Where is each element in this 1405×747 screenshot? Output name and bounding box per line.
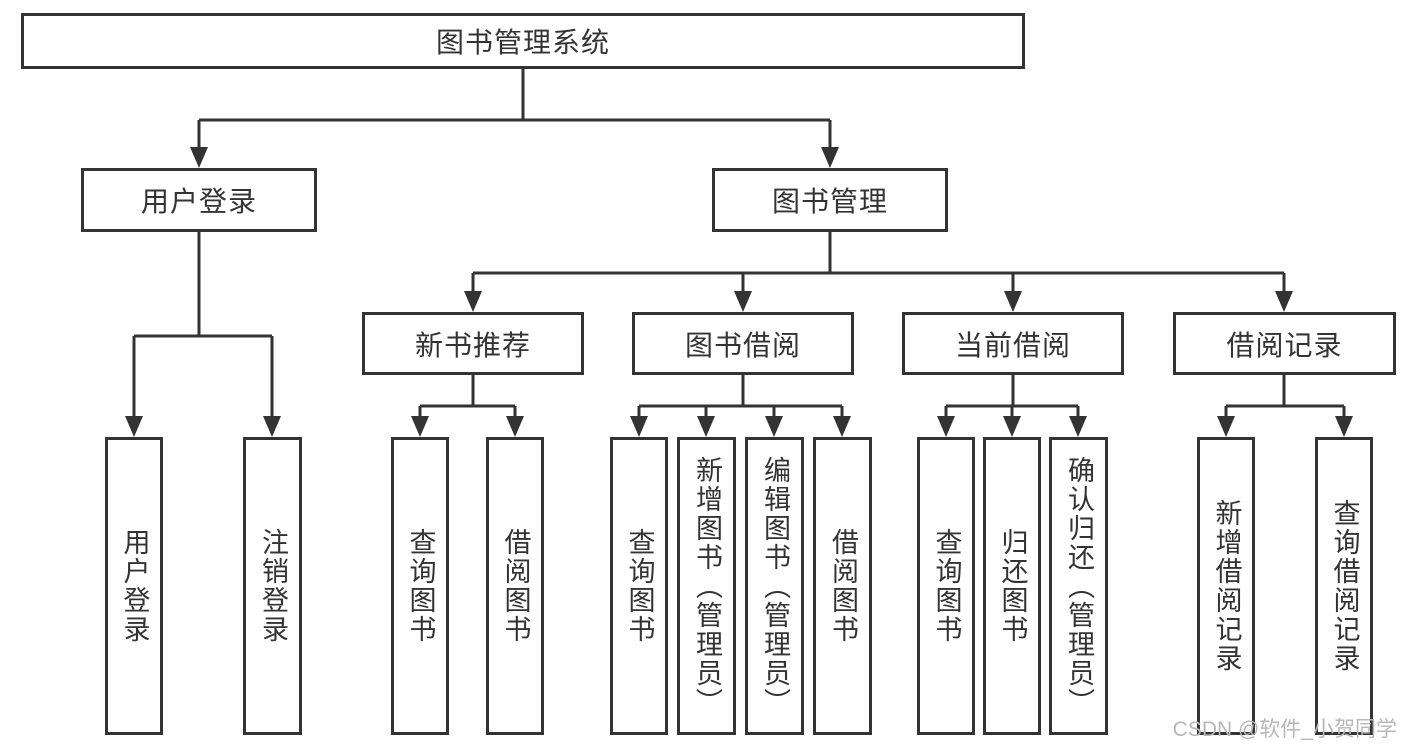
node-book-management: 图书管理 (712, 168, 948, 232)
leaf-user-login-label: 用户登录 (119, 528, 150, 644)
csdn-watermark: CSDN @软件_小贺同学 (1172, 718, 1397, 741)
leaf-borrow-books-2: 借阅图书 (813, 437, 872, 735)
node-book-borrow-label: 图书借阅 (684, 329, 801, 361)
leaf-edit-books-admin-label: 编辑图书（管理员） (760, 455, 790, 717)
node-book-borrow: 图书借阅 (632, 312, 854, 375)
node-current-borrow-label: 当前借阅 (954, 329, 1071, 361)
leaf-query-books-3-label: 查询图书 (931, 528, 962, 644)
leaf-return-books-label: 归还图书 (997, 528, 1028, 644)
node-current-borrow: 当前借阅 (902, 312, 1124, 375)
node-root: 图书管理系统 (21, 13, 1025, 69)
node-borrow-records-label: 借阅记录 (1226, 329, 1343, 361)
connector-borrow-to-leaves (630, 375, 851, 437)
leaf-return-books: 归还图书 (983, 437, 1041, 735)
leaf-borrow-books-1: 借阅图书 (486, 437, 544, 735)
connector-root-to-level2 (190, 69, 839, 168)
node-new-book-recommend-label: 新书推荐 (414, 329, 531, 361)
leaf-add-books-admin-label: 新增图书（管理员） (692, 455, 722, 717)
node-user-login: 用户登录 (81, 168, 317, 232)
leaf-query-books-2-label: 查询图书 (624, 528, 655, 644)
leaf-query-books-2: 查询图书 (610, 437, 668, 735)
leaf-confirm-return-admin-label: 确认归还（管理员） (1064, 455, 1094, 717)
node-new-book-recommend: 新书推荐 (362, 312, 584, 375)
leaf-query-books-1: 查询图书 (391, 437, 449, 735)
connector-current-to-leaves (937, 375, 1087, 437)
leaf-confirm-return-admin: 确认归还（管理员） (1049, 437, 1108, 735)
leaf-query-borrow-record: 查询借阅记录 (1315, 437, 1373, 735)
leaf-query-books-3: 查询图书 (917, 437, 975, 735)
connector-records-to-leaves (1217, 375, 1353, 437)
leaf-borrow-books-1-label: 借阅图书 (500, 528, 531, 644)
connector-bookmgmt-to-level3 (464, 232, 1293, 312)
leaf-query-books-1-label: 查询图书 (405, 528, 436, 644)
leaf-add-borrow-record-label: 新增借阅记录 (1211, 499, 1242, 673)
connector-userlogin-to-leaves (125, 232, 281, 437)
leaf-borrow-books-2-label: 借阅图书 (828, 528, 858, 644)
node-user-login-label: 用户登录 (140, 186, 257, 217)
leaf-logout-label: 注销登录 (258, 528, 288, 644)
node-root-label: 图书管理系统 (435, 27, 610, 58)
leaf-logout: 注销登录 (243, 437, 302, 735)
leaf-add-borrow-record: 新增借阅记录 (1197, 437, 1255, 735)
leaf-edit-books-admin: 编辑图书（管理员） (745, 437, 804, 735)
node-book-management-label: 图书管理 (771, 186, 888, 217)
leaf-user-login: 用户登录 (105, 437, 163, 735)
leaf-query-borrow-record-label: 查询借阅记录 (1329, 499, 1360, 673)
node-borrow-records: 借阅记录 (1173, 312, 1396, 375)
connector-newbooks-to-leaves (411, 375, 524, 437)
leaf-add-books-admin: 新增图书（管理员） (677, 437, 736, 735)
